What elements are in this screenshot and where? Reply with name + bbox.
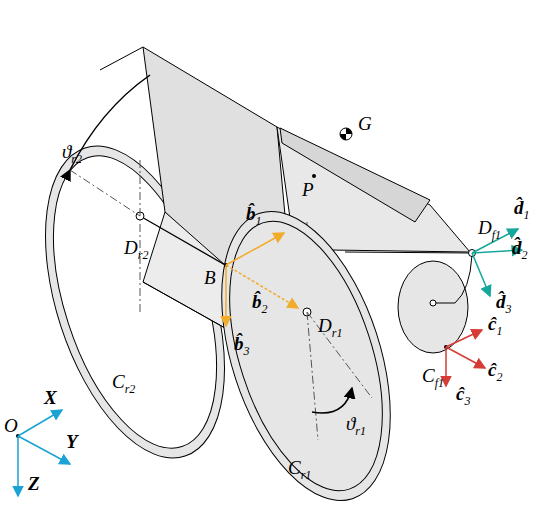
symbol-subscript: 3 xyxy=(464,394,470,408)
symbol-subscript: r2 xyxy=(125,382,136,396)
symbol-subscript: r1 xyxy=(355,424,366,438)
frame-vector xyxy=(18,410,62,436)
symbol-subscript: f1 xyxy=(492,228,501,242)
symbol-main: G xyxy=(358,113,372,134)
symbol-label: Y xyxy=(66,432,78,451)
symbol-main: D xyxy=(478,217,492,238)
symbol-main: d̂ xyxy=(514,197,524,218)
symbol-label: X xyxy=(44,388,57,407)
symbol-main: Z xyxy=(28,473,40,494)
frame-vector xyxy=(446,330,482,347)
frame-vector xyxy=(445,347,447,386)
symbol-main: d̂ xyxy=(496,291,506,312)
symbol-main: ĉ xyxy=(456,383,464,404)
symbol-subscript: 2 xyxy=(496,370,502,384)
symbol-label: b̂2 xyxy=(252,292,268,311)
symbol-main: b̂ xyxy=(234,333,244,354)
caster-wheel xyxy=(398,261,468,353)
symbol-label: G xyxy=(358,114,372,133)
symbol-main: b̂ xyxy=(246,203,256,224)
symbol-subscript: 1 xyxy=(524,208,530,222)
symbol-main: X xyxy=(44,387,57,408)
symbol-label: ĉ3 xyxy=(456,384,470,403)
centre-line xyxy=(140,160,141,312)
symbol-main: ϑ xyxy=(62,141,71,162)
symbol-main: B xyxy=(204,267,216,288)
frame-vector xyxy=(18,436,70,464)
symbol-main: d̂ xyxy=(512,237,522,258)
symbol-label: ĉ2 xyxy=(488,360,502,379)
symbol-main: ĉ xyxy=(488,313,496,334)
symbol-main: ϑ xyxy=(346,413,355,434)
symbol-label: Z xyxy=(28,474,40,493)
rotation-arrow xyxy=(70,75,150,170)
symbol-label: Df1 xyxy=(478,218,501,237)
symbol-label: b̂3 xyxy=(234,334,250,353)
caster-fork xyxy=(433,255,472,303)
symbol-subscript: f1 xyxy=(435,376,444,390)
symbol-label: P xyxy=(302,180,314,199)
seat-rail xyxy=(280,128,430,222)
frame-vector xyxy=(446,347,485,368)
frame-edge xyxy=(143,282,225,328)
point xyxy=(312,174,316,178)
symbol-main: C xyxy=(112,371,125,392)
frame-side xyxy=(143,212,225,328)
frame-vector xyxy=(226,233,284,265)
symbol-subscript: r2 xyxy=(138,248,149,262)
symbol-main: C xyxy=(288,457,301,478)
symbol-label: Dr2 xyxy=(124,238,148,257)
rotation-arrow xyxy=(312,388,352,413)
centre-line xyxy=(307,312,318,440)
symbol-label: Cf1 xyxy=(422,366,444,385)
frame-vector xyxy=(472,253,490,296)
symbol-label: d̂2 xyxy=(512,238,528,257)
symbol-main: Y xyxy=(66,431,78,452)
symbol-label: Cr2 xyxy=(112,372,135,391)
symbol-subscript: r2 xyxy=(71,152,82,166)
symbol-subscript: r1 xyxy=(301,468,312,482)
frame-vector xyxy=(17,436,19,496)
centre-of-mass xyxy=(340,128,352,140)
symbol-subscript: r1 xyxy=(332,326,343,340)
symbol-label: O xyxy=(4,416,18,435)
frame-vector xyxy=(226,265,298,308)
symbol-subscript: 1 xyxy=(256,214,262,228)
symbol-subscript: 3 xyxy=(244,344,250,358)
symbol-main: O xyxy=(4,415,18,436)
symbol-main: ĉ xyxy=(488,359,496,380)
symbol-label: B xyxy=(204,268,216,287)
symbol-label: Dr1 xyxy=(318,316,342,335)
symbol-label: b̂1 xyxy=(246,204,262,223)
symbol-main: D xyxy=(318,315,332,336)
symbol-label: Cr1 xyxy=(288,458,311,477)
frame-vector xyxy=(225,265,227,326)
symbol-main: P xyxy=(302,179,314,200)
centre-line xyxy=(70,170,140,216)
symbol-subscript: 2 xyxy=(262,302,268,316)
symbol-label: d̂3 xyxy=(496,292,512,311)
symbol-label: ϑr2 xyxy=(62,142,82,161)
centre-line xyxy=(307,312,372,398)
symbol-subscript: 2 xyxy=(522,248,528,262)
symbol-label: ĉ1 xyxy=(488,314,502,333)
hub xyxy=(430,300,436,306)
symbol-main: D xyxy=(124,237,138,258)
symbol-main: C xyxy=(422,365,435,386)
symbol-label: ϑr1 xyxy=(346,414,366,433)
symbol-subscript: 3 xyxy=(506,302,512,316)
symbol-main: b̂ xyxy=(252,291,262,312)
symbol-label: d̂1 xyxy=(514,198,530,217)
push-handle xyxy=(100,47,143,70)
symbol-subscript: 1 xyxy=(496,324,502,338)
front-drive-wheel xyxy=(189,190,422,506)
frame-edge xyxy=(345,252,472,253)
